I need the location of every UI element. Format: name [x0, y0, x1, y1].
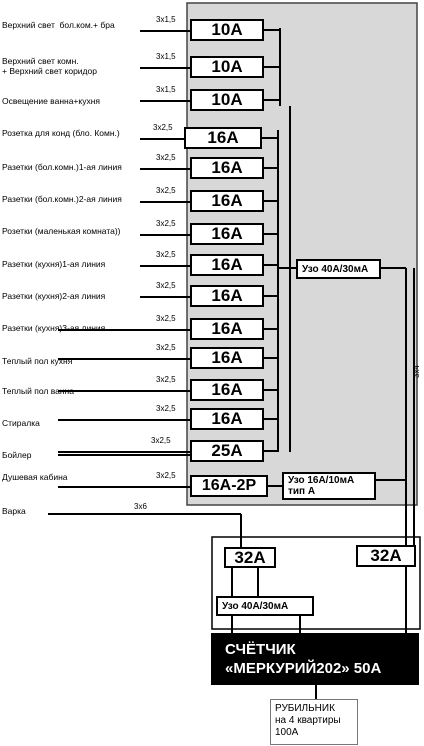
cable-spec: 3x1,5	[156, 85, 176, 94]
cable-spec: 3x2,5	[153, 123, 173, 132]
circuit-breaker: 16А	[184, 127, 262, 149]
circuit-label: Разетки (бол.комн.)1-ая линия	[2, 162, 122, 172]
circuit-breaker: 16А	[190, 379, 264, 401]
circuit-breaker: 16А	[190, 285, 264, 307]
circuit-label: Разетки (кухня)2-ая линия	[2, 291, 106, 301]
circuit-breaker: 25А	[190, 440, 264, 462]
circuit-label: Теплый пол ванна	[2, 386, 74, 396]
circuit-label: Розетка для конд (бло. Комн.)	[2, 128, 120, 138]
circuit-label: Стиралка	[2, 418, 40, 428]
stove-label: Варка	[2, 506, 26, 516]
main-switch: РУБИЛЬНИК на 4 квартиры 100А	[270, 699, 358, 745]
cable-spec: 3x1,5	[156, 52, 176, 61]
circuit-label: Верхний свет комн. + Верхний свет коридо…	[2, 56, 97, 76]
circuit-label: Душевая кабина	[2, 472, 68, 482]
circuit-label: Разетки (кухня)3-ая линия	[2, 323, 106, 333]
cable-spec: 3x1,5	[156, 15, 176, 24]
circuit-breaker: 16А	[190, 157, 264, 179]
circuit-breaker: 16А	[190, 347, 264, 369]
cable-spec: 3x2,5	[156, 153, 176, 162]
cable-spec: 3x2,5	[156, 186, 176, 195]
cable-spec: 3x2,5	[156, 375, 176, 384]
circuit-breaker: 10А	[190, 19, 264, 41]
rcd-main: Узо 40А/30мА	[296, 259, 381, 279]
stove-cable-spec: 3x6	[134, 502, 147, 511]
rcd-shower: Узо 16А/10мА тип А	[282, 472, 376, 500]
cable-spec: 3x2,5	[156, 281, 176, 290]
circuit-breaker: 16А	[190, 408, 264, 430]
circuit-breaker: 10А	[190, 89, 264, 111]
stove-breaker: 32А	[224, 547, 276, 568]
cable-spec: 3x2,5	[156, 471, 176, 480]
cable-spec: 3x2,5	[151, 436, 171, 445]
circuit-breaker: 16А	[190, 318, 264, 340]
circuit-label: Теплый пол кухня	[2, 356, 73, 366]
circuit-label: Освещение ванна+кухня	[2, 96, 101, 106]
riser-cable-spec: 3x4	[412, 365, 421, 378]
cable-spec: 3x2,5	[156, 343, 176, 352]
circuit-breaker: 10А	[190, 56, 264, 78]
circuit-breaker: 16А	[190, 223, 264, 245]
main-breaker: 32А	[356, 545, 416, 567]
circuit-label: Разетки (бол.комн.)2-ая линия	[2, 194, 122, 204]
cable-spec: 3x2,5	[156, 219, 176, 228]
circuit-label: Розетки (маленькая комната))	[2, 226, 121, 236]
circuit-breaker: 16А-2Р	[190, 475, 268, 497]
cable-spec: 3x2,5	[156, 404, 176, 413]
circuit-label: Бойлер	[2, 450, 32, 460]
rcd-stove: Узо 40А/30мА	[216, 596, 314, 616]
circuit-label: Разетки (кухня)1-ая линия	[2, 259, 106, 269]
circuit-breaker: 16А	[190, 254, 264, 276]
cable-spec: 3x2,5	[156, 314, 176, 323]
circuit-breaker: 16А	[190, 190, 264, 212]
cable-spec: 3x2,5	[156, 250, 176, 259]
circuit-label: Верхний свет бол.ком.+ бра	[2, 20, 115, 30]
energy-meter: СЧЁТЧИК «МЕРКУРИЙ202» 50А	[211, 633, 419, 685]
